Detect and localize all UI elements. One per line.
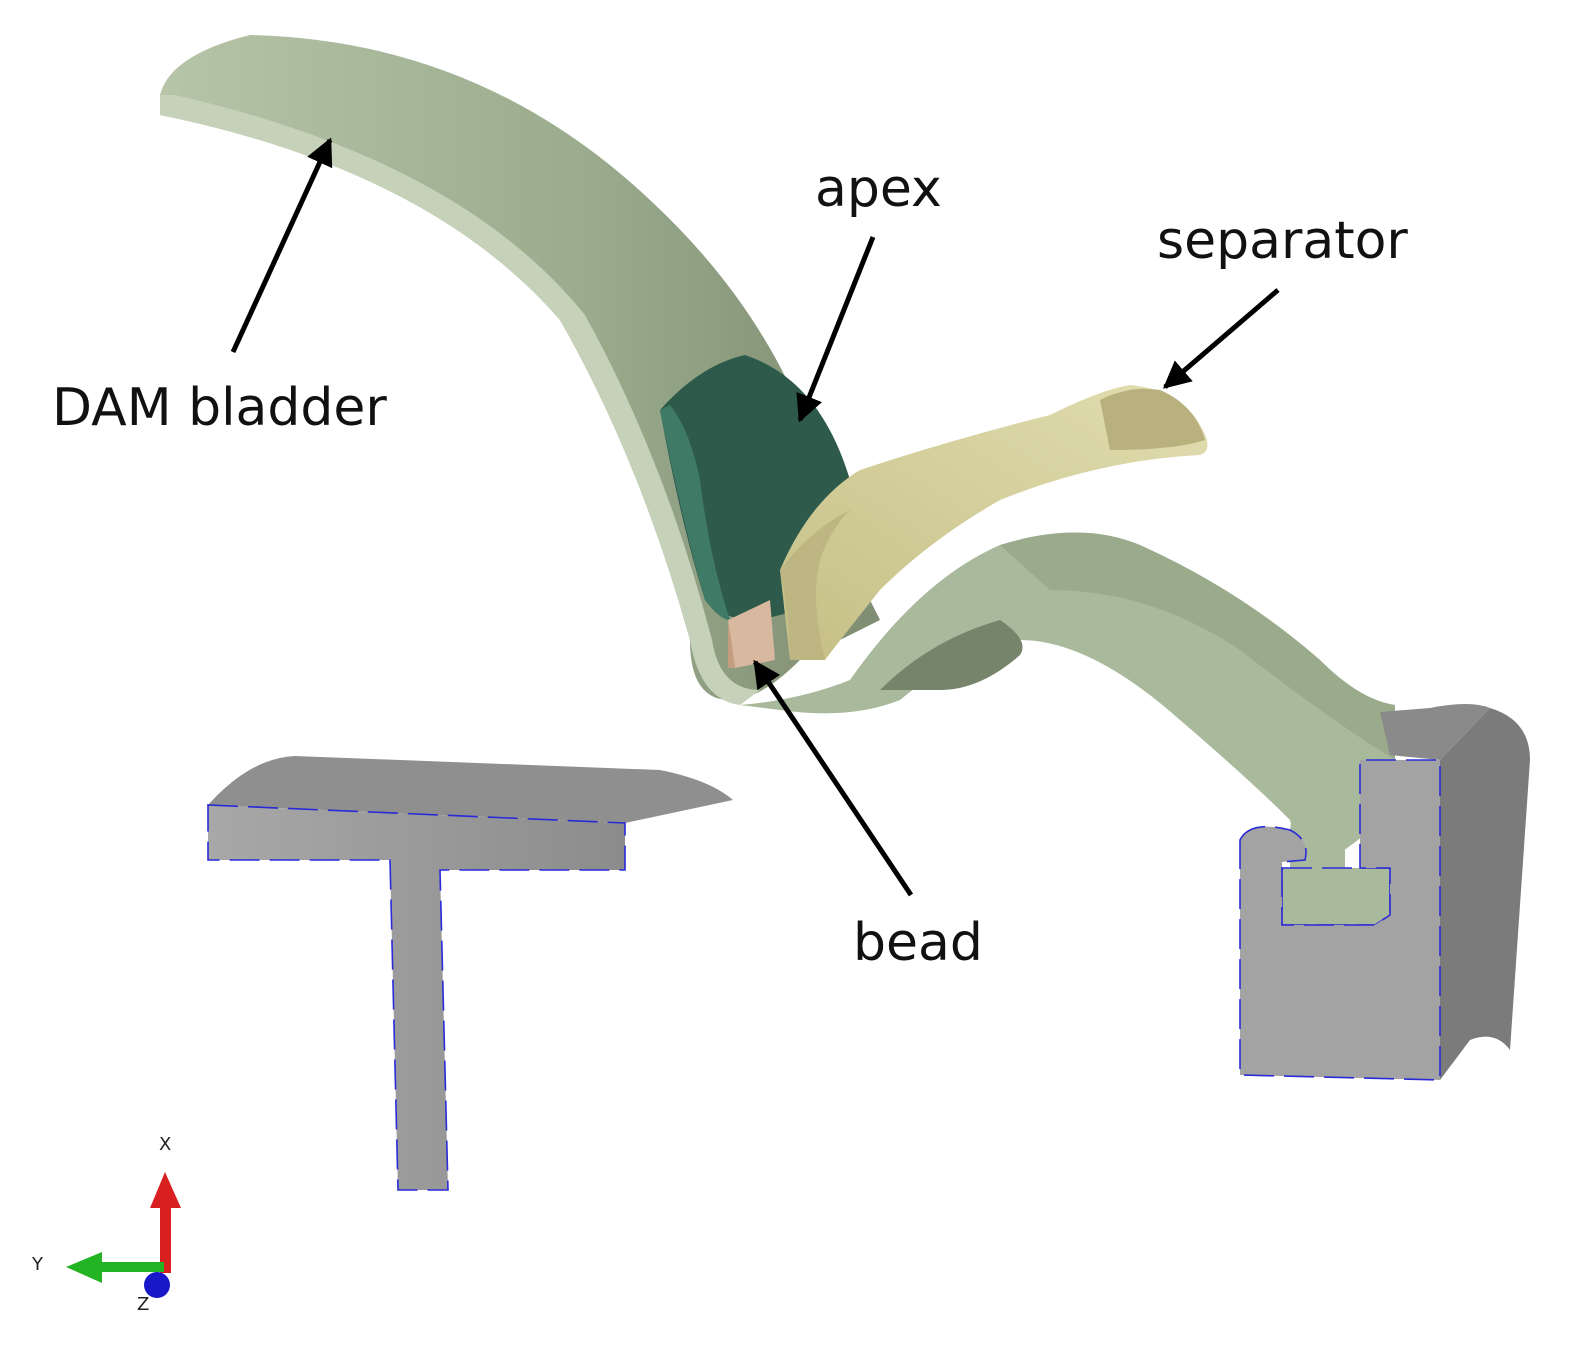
z-axis-letter: Z <box>137 1294 149 1315</box>
y-axis-arrowhead <box>66 1252 102 1283</box>
bead-part <box>728 600 775 668</box>
y-axis-shaft <box>100 1262 164 1272</box>
dam-bladder-arrow <box>230 137 333 354</box>
apex-arrow <box>796 236 876 423</box>
label-bead: bead <box>853 913 983 973</box>
separator-part <box>780 385 1208 660</box>
axis-triad: X Y Z <box>31 1134 181 1315</box>
label-separator: separator <box>1157 211 1408 271</box>
t-support <box>207 756 733 1191</box>
clamp-block <box>1239 704 1530 1081</box>
x-axis-shaft <box>160 1205 171 1273</box>
z-axis-dot <box>144 1272 170 1298</box>
y-axis-letter: Y <box>31 1254 44 1275</box>
callout-arrows <box>230 137 1280 897</box>
x-axis-arrowhead <box>150 1172 181 1208</box>
separator-arrow <box>1162 288 1280 389</box>
bead-arrow <box>752 659 914 897</box>
label-dam-bladder: DAM bladder <box>52 378 387 438</box>
label-apex: apex <box>815 159 942 219</box>
x-axis-letter: X <box>159 1134 171 1155</box>
